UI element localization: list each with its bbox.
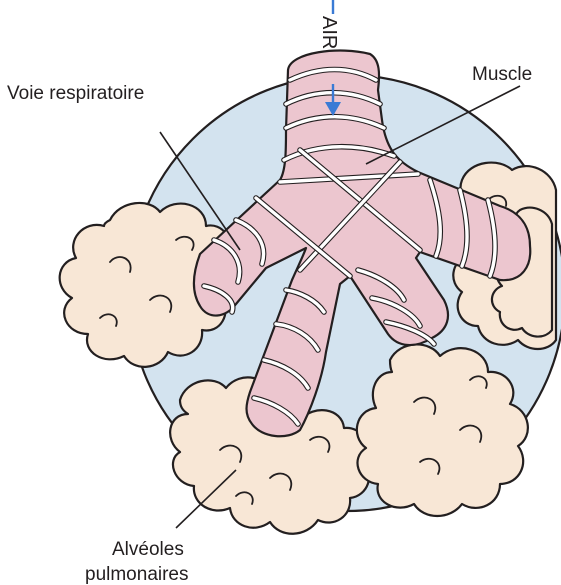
alveoli-label-line2: pulmonaires	[85, 564, 189, 585]
air-label: AIR	[318, 16, 340, 49]
alveoli-label-line1: Alvéoles	[112, 539, 184, 560]
muscle-label: Muscle	[472, 64, 532, 85]
airway-label: Voie respiratoire	[7, 83, 144, 104]
